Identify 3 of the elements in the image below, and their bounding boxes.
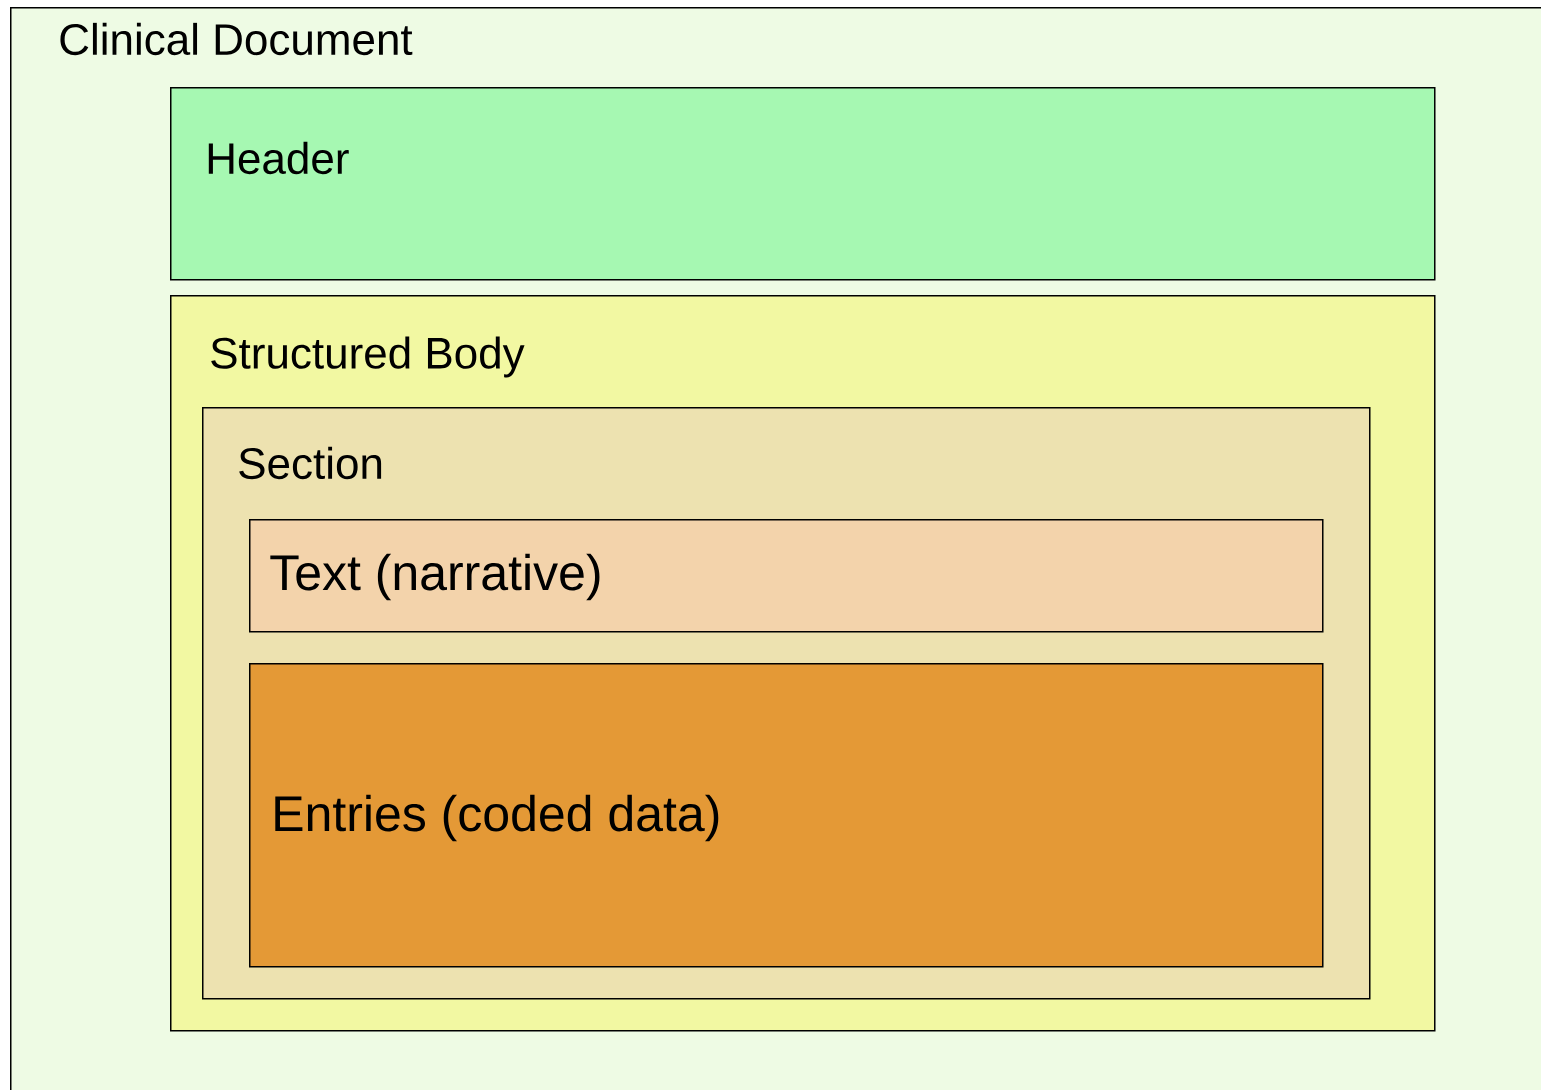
- box: Text (narrative): [249, 519, 1324, 633]
- box: Header: [170, 87, 1436, 281]
- box: Entries (coded data): [249, 663, 1324, 968]
